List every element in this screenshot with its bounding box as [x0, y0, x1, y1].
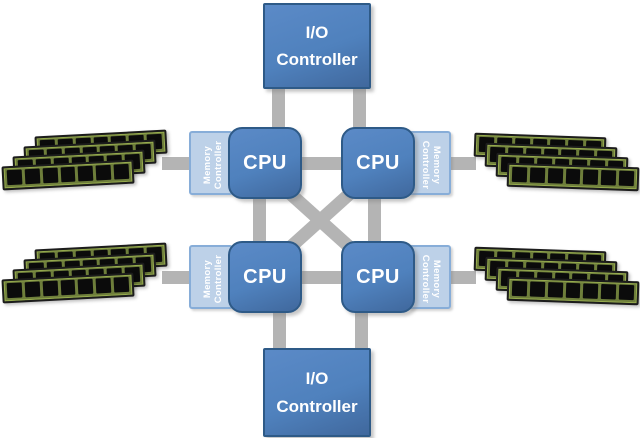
dimm-chip [529, 281, 546, 298]
memory-controller-label-line1: Memory [431, 145, 443, 185]
dimm-chip [95, 164, 112, 181]
dimm-chip [547, 168, 563, 184]
dimm-stick [506, 162, 640, 192]
dimm-chip [618, 170, 635, 187]
dimm-chip [583, 169, 599, 185]
dimm-chip [113, 276, 130, 293]
cpu-top-right: CPU [341, 127, 415, 199]
cpu-bottom-left: CPU [228, 241, 302, 313]
memory-controller-label-line1: Memory [201, 259, 213, 299]
cpu-label: CPU [356, 265, 400, 288]
dimm-chip [42, 167, 58, 184]
dimm-chip [78, 165, 94, 182]
link-io-top-to-cpu-left [272, 87, 285, 129]
dimm-stack-bottom-left [1, 242, 192, 316]
dimm-chip [565, 282, 581, 299]
memory-controller-label-line2: Controller [420, 140, 431, 190]
dimm-stack-top-left [1, 129, 192, 203]
dimm-chip [565, 168, 581, 185]
link-cpu-left-vertical [253, 196, 266, 243]
dimm-chip [60, 166, 76, 183]
io-controller-bottom: I/O Controller [263, 348, 371, 437]
memory-controller-label-line2: Controller [420, 254, 431, 304]
link-io-bottom-to-cpu-left [273, 311, 286, 350]
dimm-stack-top-right [473, 132, 640, 205]
cpu-label: CPU [356, 151, 400, 174]
dimm-chip [78, 278, 94, 295]
link-io-top-to-cpu-right [353, 87, 366, 129]
dimm-chip [113, 163, 130, 180]
dimm-chip [529, 167, 546, 184]
dimm-stick [506, 276, 640, 306]
cpu-bottom-right: CPU [341, 241, 415, 313]
dimm-chip [6, 282, 23, 299]
memory-controller-label-line1: Memory [201, 145, 213, 185]
memory-controller-top-left: Memory Controller [189, 131, 233, 195]
cpu-label: CPU [243, 151, 287, 174]
dimm-chip [24, 168, 41, 185]
dimm-chip [511, 166, 528, 183]
dimm-stack-bottom-right [473, 246, 640, 319]
io-controller-top: I/O Controller [263, 3, 371, 89]
cpu-label: CPU [243, 265, 287, 288]
cpu-top-left: CPU [228, 127, 302, 199]
dimm-chip [601, 169, 617, 186]
io-controller-label-line1: I/O [305, 369, 329, 389]
io-controller-label-line1: I/O [305, 22, 329, 42]
io-controller-label-line2: Controller [276, 50, 358, 69]
dimm-chip [618, 284, 635, 301]
link-cpu-right-vertical [368, 196, 381, 243]
dimm-chip [547, 282, 563, 298]
dimm-chip [511, 280, 528, 297]
dimm-chip [6, 169, 23, 186]
memory-controller-label-line2: Controller [213, 140, 224, 190]
memory-controller-label-line1: Memory [431, 259, 443, 299]
memory-controller-label-line2: Controller [213, 254, 224, 304]
dimm-chip [24, 281, 41, 298]
link-io-bottom-to-cpu-right [355, 311, 368, 350]
dimm-chip [583, 283, 599, 299]
io-controller-label-line2: Controller [276, 396, 358, 416]
dimm-chip [60, 279, 76, 296]
memory-controller-bottom-left: Memory Controller [189, 245, 233, 309]
dimm-chip [42, 280, 58, 297]
dimm-chip [95, 277, 112, 294]
dimm-chip [601, 283, 617, 300]
